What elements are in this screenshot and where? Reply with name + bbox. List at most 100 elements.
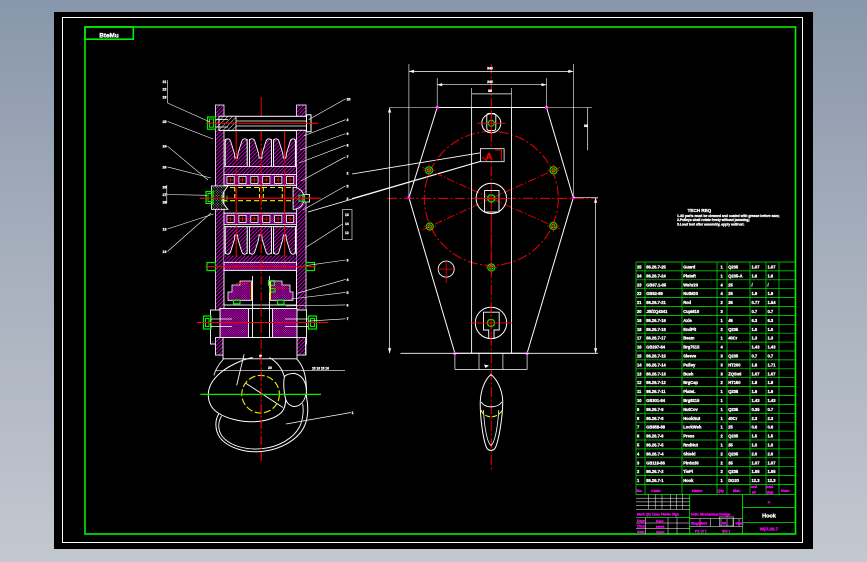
svg-text:BteMu: BteMu: [99, 33, 119, 40]
svg-text:JB/ZQ4341: JB/ZQ4341: [646, 309, 668, 314]
svg-text:6: 6: [347, 303, 349, 307]
svg-text:LockWsh: LockWsh: [683, 425, 702, 430]
svg-text:GB858-88: GB858-88: [646, 425, 666, 430]
svg-text:1.All parts must be cleaned an: 1.All parts must be cleaned and coated w…: [677, 214, 780, 218]
svg-text:1.71: 1.71: [768, 362, 777, 367]
svg-text:240: 240: [487, 80, 493, 84]
svg-text:Q235-A: Q235-A: [728, 273, 742, 278]
svg-text:1.5: 1.5: [768, 434, 774, 439]
svg-text:20: 20: [637, 309, 642, 314]
svg-text:13: 13: [345, 213, 349, 217]
svg-text:1.6: 1.6: [768, 273, 774, 278]
svg-text:14: 14: [345, 222, 349, 226]
svg-text:1: 1: [721, 389, 724, 394]
svg-text:Mark Qty Zone FileNo Sign: Mark Qty Zone FileNo Sign: [637, 513, 679, 517]
svg-text:1: 1: [637, 478, 640, 483]
svg-text:Sleeve: Sleeve: [683, 354, 697, 359]
svg-text:1: 1: [721, 478, 724, 483]
svg-text:10: 10: [637, 398, 642, 403]
svg-text:NutCov: NutCov: [683, 407, 698, 412]
svg-text:Scale: Scale: [736, 522, 745, 526]
svg-text:25: 25: [728, 425, 733, 430]
svg-text:1: 1: [721, 273, 724, 278]
svg-text:19: 19: [637, 318, 642, 323]
svg-text:Q235: Q235: [728, 407, 739, 412]
svg-text:1.43: 1.43: [768, 398, 777, 403]
svg-text:3: 3: [721, 354, 724, 359]
svg-text:DG20: DG20: [728, 478, 739, 483]
svg-text:No.: No.: [637, 489, 643, 493]
svg-text:CupM10: CupM10: [683, 309, 700, 314]
svg-text:27: 27: [163, 193, 167, 197]
svg-text:4: 4: [721, 291, 724, 296]
svg-text:3: 3: [637, 460, 640, 465]
svg-text:40Cr: 40Cr: [728, 336, 738, 341]
svg-text:40Cr: 40Cr: [728, 416, 738, 421]
svg-text:86.26.7-12: 86.26.7-12: [646, 380, 666, 385]
svg-text:NutM20: NutM20: [683, 291, 699, 296]
svg-text:2: 2: [721, 380, 724, 385]
svg-text:22: 22: [637, 291, 642, 296]
svg-text:2: 2: [347, 171, 349, 175]
svg-text:TECH REQ: TECH REQ: [688, 208, 712, 213]
svg-text:2: 2: [347, 197, 349, 201]
svg-text:1.6: 1.6: [752, 273, 758, 278]
svg-text:1.0: 1.0: [768, 327, 774, 332]
svg-text:8: 8: [637, 416, 640, 421]
svg-text:Pulley: Pulley: [683, 362, 696, 367]
svg-text:6: 6: [637, 434, 640, 439]
svg-text:2.3: 2.3: [768, 416, 774, 421]
svg-text:25: 25: [163, 120, 167, 124]
svg-text:Note: Note: [781, 489, 789, 493]
svg-text:86.26.7-8: 86.26.7-8: [646, 416, 664, 421]
svg-text:7: 7: [347, 155, 349, 159]
svg-text:BrgCap: BrgCap: [683, 380, 698, 385]
svg-text:GB297-84: GB297-84: [646, 345, 666, 350]
svg-text:21: 21: [163, 80, 167, 84]
svg-text:(date): (date): [656, 525, 664, 529]
svg-text:4: 4: [721, 345, 724, 350]
svg-text:86.26.7-24: 86.26.7-24: [646, 273, 666, 278]
svg-text:5: 5: [637, 443, 640, 448]
svg-text:Wshr20: Wshr20: [683, 282, 699, 287]
svg-text:45: 45: [728, 318, 733, 323]
svg-text:1.43: 1.43: [768, 345, 777, 350]
svg-text:Brg8215: Brg8215: [683, 398, 700, 403]
svg-text:19: 19: [163, 250, 167, 254]
svg-text:12.3: 12.3: [768, 478, 777, 483]
svg-text:86.26.7-25: 86.26.7-25: [646, 265, 666, 270]
svg-text:3: 3: [347, 258, 349, 262]
svg-text:5: 5: [347, 291, 349, 295]
svg-text:1.07: 1.07: [768, 371, 777, 376]
svg-text:GB97.1-85: GB97.1-85: [646, 282, 667, 287]
svg-text:86.26.7-4: 86.26.7-4: [646, 451, 664, 456]
svg-text:5: 5: [347, 184, 349, 188]
svg-text:1.3: 1.3: [752, 336, 758, 341]
svg-text:1: 1: [721, 398, 724, 403]
svg-text:Beam: Beam: [683, 336, 695, 341]
svg-text:Pin6x30: Pin6x30: [683, 460, 699, 465]
svg-text:14: 14: [637, 362, 642, 367]
svg-text:ZQSn6: ZQSn6: [728, 371, 742, 376]
svg-text:Q235: Q235: [728, 434, 739, 439]
svg-text:7: 7: [347, 317, 349, 321]
svg-text:Shield: Shield: [683, 451, 696, 456]
svg-text:9: 9: [637, 407, 640, 412]
svg-text:25: 25: [637, 265, 642, 270]
svg-text:Wt: Wt: [722, 522, 727, 526]
svg-text:3: 3: [721, 362, 724, 367]
svg-text:1.6: 1.6: [752, 389, 758, 394]
svg-text:/: /: [768, 282, 770, 287]
svg-text:26: 26: [163, 165, 167, 169]
svg-text:86.26.7-9: 86.26.7-9: [646, 407, 664, 412]
svg-text:1.3: 1.3: [768, 336, 774, 341]
svg-text:Brg7515: Brg7515: [683, 345, 700, 350]
svg-text:1: 1: [721, 318, 724, 323]
svg-text:86.26.7-14: 86.26.7-14: [646, 362, 666, 367]
svg-text:Q235: Q235: [728, 389, 739, 394]
svg-text:35: 35: [728, 443, 733, 448]
svg-text:PlateL: PlateL: [683, 389, 696, 394]
svg-text:Appr: Appr: [637, 530, 645, 534]
svg-text:1: 1: [352, 411, 354, 415]
svg-text:25: 25: [728, 291, 733, 296]
